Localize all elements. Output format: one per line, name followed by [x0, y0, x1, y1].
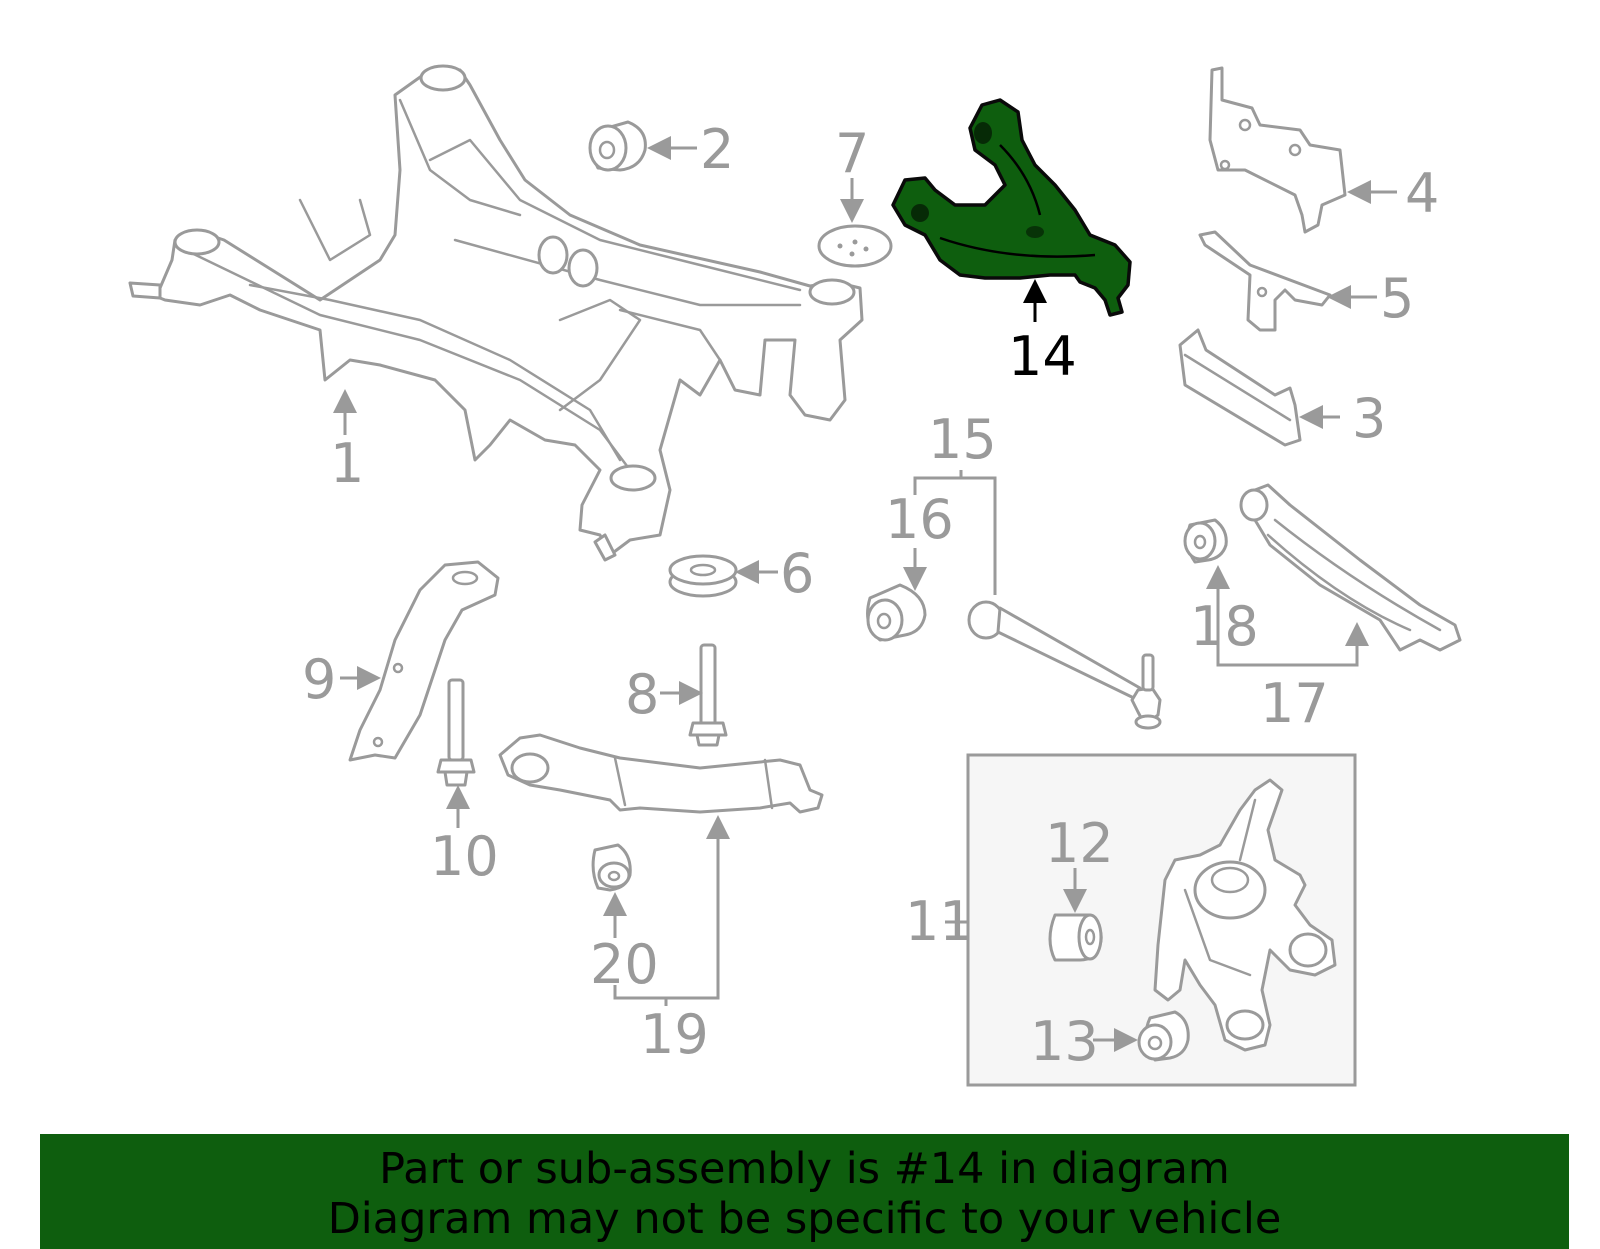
callout-14: 14	[1008, 325, 1077, 388]
bushing-part-16	[866, 583, 927, 642]
callout-8: 8	[625, 663, 659, 726]
bushing-part-2	[588, 120, 647, 172]
callout-4: 4	[1405, 162, 1439, 225]
callout-11: 11	[905, 890, 974, 953]
bolt-part-8	[688, 643, 728, 747]
callout-labels: 1 2 3 4 5 6 7 8 9 10 11 12 13 14 15 16 1…	[302, 118, 1439, 1073]
callout-9: 9	[302, 648, 336, 711]
bracket-part-9	[348, 560, 500, 762]
bracket-part-5	[1198, 230, 1332, 332]
leader-lines	[333, 136, 1397, 1052]
callout-16: 16	[885, 488, 954, 551]
leader-15	[913, 476, 997, 595]
callout-5: 5	[1380, 267, 1414, 330]
rail-part-3	[1178, 328, 1302, 447]
lower-arm-part-19	[498, 733, 824, 814]
callout-1: 1	[330, 432, 364, 495]
callout-17: 17	[1260, 672, 1329, 735]
control-arm-part-14	[891, 98, 1132, 317]
bushing-part-12	[1048, 913, 1103, 962]
callout-6: 6	[780, 542, 814, 605]
plate-part-7	[817, 224, 893, 268]
bushing-part-13	[1137, 1010, 1190, 1062]
knuckle-part-11	[1153, 778, 1337, 1052]
callout-2: 2	[700, 118, 734, 181]
subframe-part-1	[128, 64, 864, 562]
arm-part-17	[1239, 483, 1462, 652]
link-rod-part-15	[967, 600, 1162, 730]
banner-line-disclaimer: Diagram may not be specific to your vehi…	[327, 1194, 1282, 1244]
callout-12: 12	[1045, 812, 1114, 875]
leader-17	[1216, 610, 1369, 667]
info-banner: Part or sub-assembly is #14 in diagram D…	[40, 1134, 1569, 1249]
washer-part-6	[668, 554, 738, 598]
callout-19: 19	[640, 1003, 709, 1066]
callout-18: 18	[1190, 595, 1259, 658]
callout-13: 13	[1030, 1010, 1099, 1073]
callout-7: 7	[835, 122, 869, 185]
callout-20: 20	[590, 933, 659, 996]
bolt-part-10	[436, 678, 476, 787]
callout-15: 15	[928, 408, 997, 471]
bushing-part-20	[591, 843, 632, 892]
callout-3: 3	[1352, 387, 1386, 450]
bracket-part-4	[1208, 66, 1347, 234]
bushing-part-18	[1183, 518, 1228, 564]
banner-line-part-note: Part or sub-assembly is #14 in diagram	[379, 1144, 1230, 1194]
callout-10: 10	[430, 825, 499, 888]
